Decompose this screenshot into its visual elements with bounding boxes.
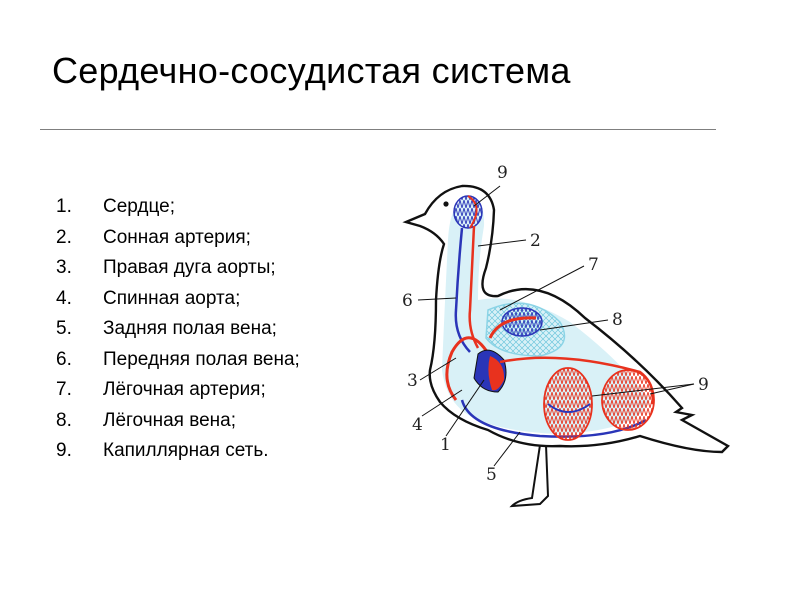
legend-list: 1.Сердце; 2.Сонная артерия; 3.Правая дуг… [56, 192, 300, 467]
legend-item: 6.Передняя полая вена; [56, 345, 300, 376]
legend-text: Правая дуга аорты; [103, 253, 276, 284]
legend-number: 9. [56, 436, 103, 467]
legend-number: 4. [56, 284, 103, 315]
legend-item: 3.Правая дуга аорты; [56, 253, 300, 284]
label-9-head: 9 [497, 163, 508, 183]
legend-item: 5.Задняя полая вена; [56, 314, 300, 345]
legend-item: 4.Спинная аорта; [56, 284, 300, 315]
legend-text: Задняя полая вена; [103, 314, 277, 345]
legend-text: Передняя полая вена; [103, 345, 300, 376]
legend-number: 8. [56, 406, 103, 437]
legend-number: 6. [56, 345, 103, 376]
legend-text: Сонная артерия; [103, 223, 251, 254]
legend-item: 8.Лёгочная вена; [56, 406, 300, 437]
legend-number: 3. [56, 253, 103, 284]
legend-text: Лёгочная вена; [103, 406, 236, 437]
legend-text: Сердце; [103, 192, 175, 223]
label-7: 7 [588, 255, 599, 275]
legend-item: 7.Лёгочная артерия; [56, 375, 300, 406]
legend-item: 1.Сердце; [56, 192, 300, 223]
legend-text: Лёгочная артерия; [103, 375, 266, 406]
eye [443, 201, 448, 206]
body-capillaries [602, 370, 654, 430]
legend-text: Спинная аорта; [103, 284, 240, 315]
legend-number: 2. [56, 223, 103, 254]
head-capillaries [454, 196, 482, 228]
legend-number: 5. [56, 314, 103, 345]
label-8: 8 [612, 310, 623, 330]
label-2: 2 [530, 231, 541, 251]
legend-number: 7. [56, 375, 103, 406]
bird-circulatory-diagram: 9 2 7 6 8 3 9 4 1 5 [390, 150, 750, 520]
title-divider [40, 129, 716, 130]
body-capillaries [544, 368, 592, 440]
legend-number: 1. [56, 192, 103, 223]
legend-item: 9.Капиллярная сеть. [56, 436, 300, 467]
label-4: 4 [412, 415, 423, 435]
label-9-body: 9 [698, 375, 709, 395]
label-3: 3 [407, 371, 418, 391]
legend-text: Капиллярная сеть. [103, 436, 269, 467]
leg [512, 445, 548, 506]
label-5: 5 [486, 465, 497, 485]
label-1: 1 [440, 435, 451, 455]
legend-item: 2.Сонная артерия; [56, 223, 300, 254]
label-6: 6 [402, 291, 413, 311]
page-title: Сердечно-сосудистая система [52, 50, 571, 92]
